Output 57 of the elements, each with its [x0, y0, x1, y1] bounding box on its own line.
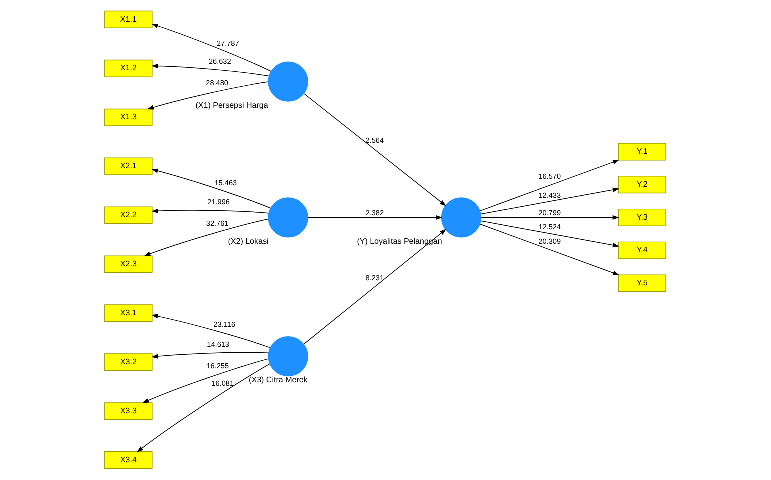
node-box: Y.1: [618, 143, 666, 161]
node-box: X3.3: [104, 402, 153, 420]
node-box: Y.2: [618, 176, 666, 194]
arrow: [147, 82, 269, 110]
node-box: Y.5: [618, 274, 666, 292]
node-box: X3.4: [104, 452, 153, 470]
arrow: [480, 224, 620, 276]
node-box: X2.1: [104, 158, 153, 176]
node-label: (X1) Persepsi Harga: [196, 100, 268, 110]
node-box: Y.3: [618, 208, 666, 226]
edge-label: 2.382: [366, 208, 384, 218]
arrow: [152, 24, 272, 72]
arrow: [304, 229, 447, 345]
arrow: [481, 215, 620, 220]
node-box: X2.3: [104, 256, 153, 274]
edge-label: 15.463: [214, 178, 238, 188]
arrow: [480, 188, 620, 215]
node-label: (X3) Citra Merek: [249, 376, 308, 385]
edge-label: 21.996: [208, 198, 230, 207]
edge-label: 16.255: [206, 361, 230, 370]
edge-label: 20.309: [538, 237, 562, 246]
node-box: X1.1: [104, 10, 153, 28]
node-box: X1.2: [104, 60, 153, 78]
node-circle: [268, 336, 308, 377]
edge-label: 32.761: [206, 219, 229, 228]
arrow: [152, 168, 272, 209]
node-circle: [268, 62, 308, 102]
edge-label: 16.570: [538, 172, 562, 181]
edge-label: 8.231: [366, 274, 384, 283]
arrow: [152, 64, 270, 77]
node-box: X2.2: [104, 206, 153, 224]
node-box: Y.4: [618, 242, 666, 260]
edge-label: 14.613: [207, 340, 230, 349]
edge-label: 12.433: [538, 190, 562, 200]
edge-label: 16.081: [212, 379, 234, 388]
arrow: [480, 160, 620, 212]
arrow: [142, 358, 269, 404]
node-box: X3.1: [104, 304, 153, 322]
edge-label: 2.564: [366, 136, 384, 146]
arrow: [480, 220, 620, 248]
node-box: X1.3: [104, 108, 153, 126]
arrow: [304, 94, 446, 206]
edge-label: 28.480: [206, 78, 228, 88]
edge-label: 20.799: [538, 208, 562, 218]
arrow: [308, 215, 443, 220]
node-circle: [268, 198, 308, 238]
arrow: [144, 218, 269, 256]
arrow: [152, 352, 270, 359]
edge-label: 23.116: [214, 320, 236, 330]
node-label: (X2) Lokasi: [228, 236, 269, 246]
arrow: [152, 314, 271, 348]
edge-label: 27.787: [217, 39, 240, 48]
edge-label: 12.524: [538, 222, 562, 232]
arrow: [137, 364, 270, 452]
node-box: X3.2: [104, 354, 153, 372]
arrow: [152, 208, 270, 214]
edge-label: 26.632: [208, 57, 232, 66]
